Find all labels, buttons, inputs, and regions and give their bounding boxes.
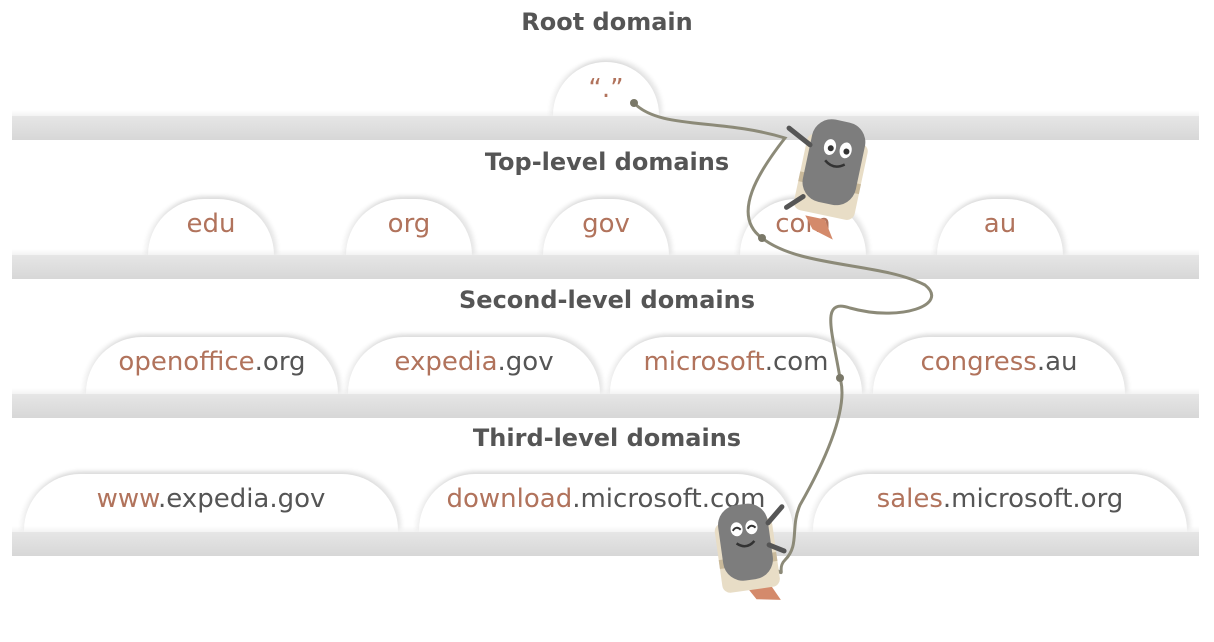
climber-mascot-icon [784,119,868,240]
rope-icon [630,99,934,575]
domain-name: congress [920,347,1037,377]
tld-node-label: org [387,209,431,239]
domain-suffix: .microsoft.org [942,484,1124,514]
top-level-domains-title: Top-level domains [484,148,730,176]
third-level-node: sales.microsoft.org [813,474,1187,532]
second-level-domains-title: Second-level domains [459,286,755,314]
climber-mascot-icon [714,503,787,600]
domain-name: download [446,484,573,514]
second-level-node: congress.au [873,337,1125,395]
third-level-shelf [12,526,1199,556]
root-node-label: “.” [588,74,624,104]
domain-suffix: .expedia.gov [158,484,326,514]
domain-suffix: .gov [497,347,554,377]
tld-node-label: au [983,209,1017,239]
third-level-node: www.expedia.gov [24,474,398,532]
second-level-node: microsoft.com [610,337,862,395]
second-level-shelf [12,388,1199,418]
second-level-node: expedia.gov [348,337,600,395]
root-domain-title: Root domain [521,8,693,36]
domain-name: sales [876,484,943,514]
domain-suffix: .com [764,347,829,377]
domain-suffix: .org [254,347,306,377]
second-level-node: openoffice.org [86,337,338,395]
domain-name: expedia [394,347,498,377]
domain-name: openoffice [118,347,255,377]
domain-name: www [96,484,158,514]
domain-suffix: .au [1036,347,1078,377]
tld-shelf [12,249,1199,279]
domain-name: microsoft [643,347,765,377]
tld-node-label: gov [582,209,630,239]
root-shelf [12,110,1199,140]
tld-node-label: edu [186,209,236,239]
third-level-domains-title: Third-level domains [472,424,742,452]
